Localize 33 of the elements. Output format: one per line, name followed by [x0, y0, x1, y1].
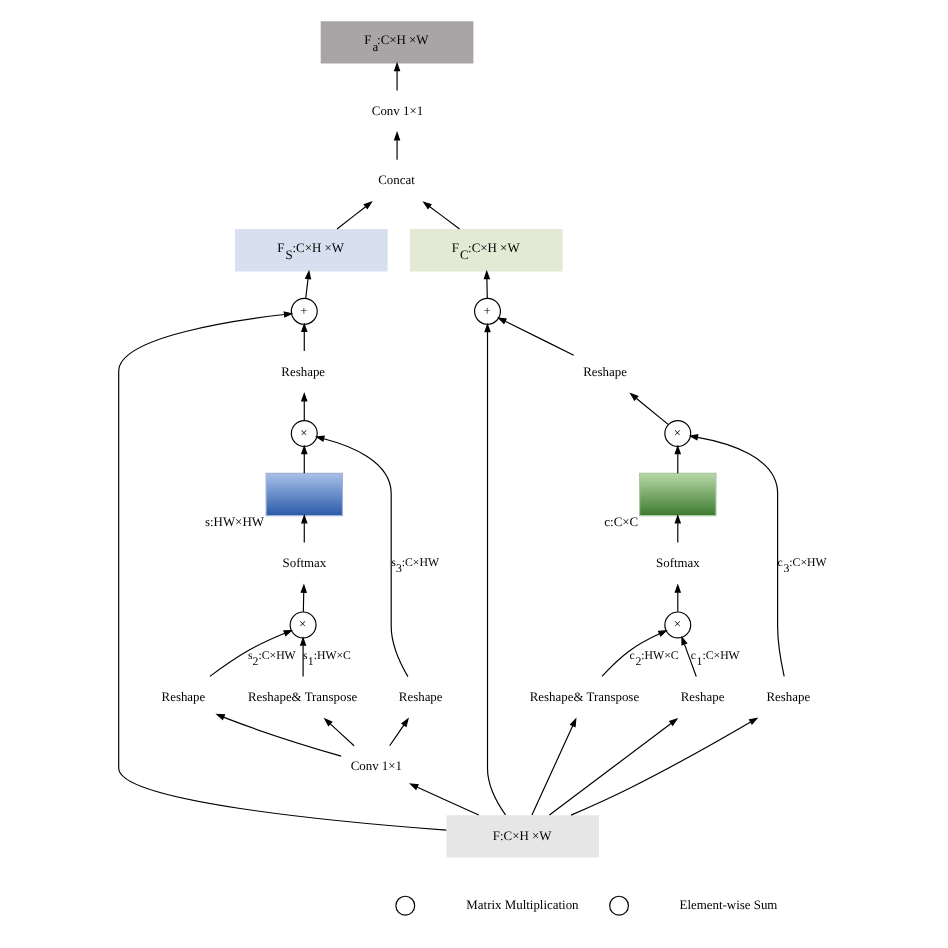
- arrow: [336, 201, 373, 230]
- arrow: [215, 713, 342, 757]
- arrow: [301, 322, 308, 352]
- arrow: [674, 514, 682, 544]
- arrow: [393, 61, 401, 91]
- arrow: [570, 717, 759, 816]
- arrow: [548, 718, 679, 816]
- arrow: [315, 435, 409, 678]
- arrow: [393, 131, 401, 161]
- arrow: [409, 783, 480, 816]
- arrow: [301, 444, 308, 474]
- arrow: [209, 629, 293, 677]
- arrow: [323, 717, 355, 747]
- arrow: [299, 636, 307, 678]
- arrow: [300, 583, 307, 613]
- arrow: [674, 444, 682, 474]
- arrow: [389, 717, 409, 747]
- arrow: [304, 269, 312, 299]
- arrow: [681, 635, 697, 678]
- arrow: [688, 434, 785, 677]
- node-box: [265, 472, 344, 517]
- arrow: [483, 269, 491, 299]
- arrow: [118, 311, 447, 831]
- arrow: [301, 514, 308, 544]
- node-box: [639, 472, 717, 517]
- arrow: [422, 201, 461, 230]
- arrow: [531, 717, 577, 816]
- arrow: [601, 630, 668, 677]
- arrow: [629, 392, 669, 425]
- arrow: [674, 583, 682, 613]
- arrow: [301, 392, 308, 421]
- arrow: [484, 322, 507, 816]
- arrow: [497, 317, 575, 356]
